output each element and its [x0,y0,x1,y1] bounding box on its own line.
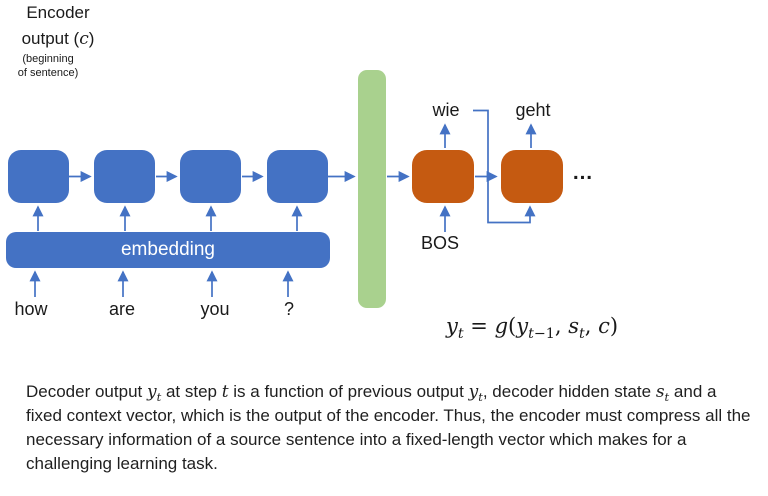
encoder-output-label: Encoder output (c) [0,0,116,52]
decoder-cell-1 [412,150,474,203]
encoder-cell-3 [180,150,241,203]
input-word-1: how [14,299,48,319]
encoder-cell-1 [8,150,69,203]
encoder-output-bar [358,70,386,308]
bos-label: BOS [420,233,459,253]
input-word-2: are [108,299,135,319]
input-word-3: you [200,299,230,319]
encoder-cell-2 [94,150,155,203]
decoder-formula: yt = g(yt−1, st, c) [446,314,619,343]
input-word-4: ? [283,299,294,319]
encoder-output-label-line1: Encoder [26,3,90,22]
encoder-output-label-line2: output (c) [21,29,95,49]
arrow-layer [29,109,537,297]
bos-note-line1: (beginning [22,53,74,65]
ellipsis-label: … [572,161,594,184]
encoder-cell-4 [267,150,328,203]
bos-note: (beginning of sentence) [0,52,96,80]
decoder-output-word-2: geht [515,100,551,120]
decoder-cell-2 [501,150,563,203]
decoder-output-word-1: wie [432,100,460,120]
bos-note-line2: of sentence) [17,67,79,79]
arrow-wie-feedback-to-dec2 [473,109,536,224]
caption-paragraph: Decoder output yt at step t is a functio… [26,382,751,473]
embedding-bar: embedding [6,232,330,268]
embedding-label: embedding [120,239,216,260]
